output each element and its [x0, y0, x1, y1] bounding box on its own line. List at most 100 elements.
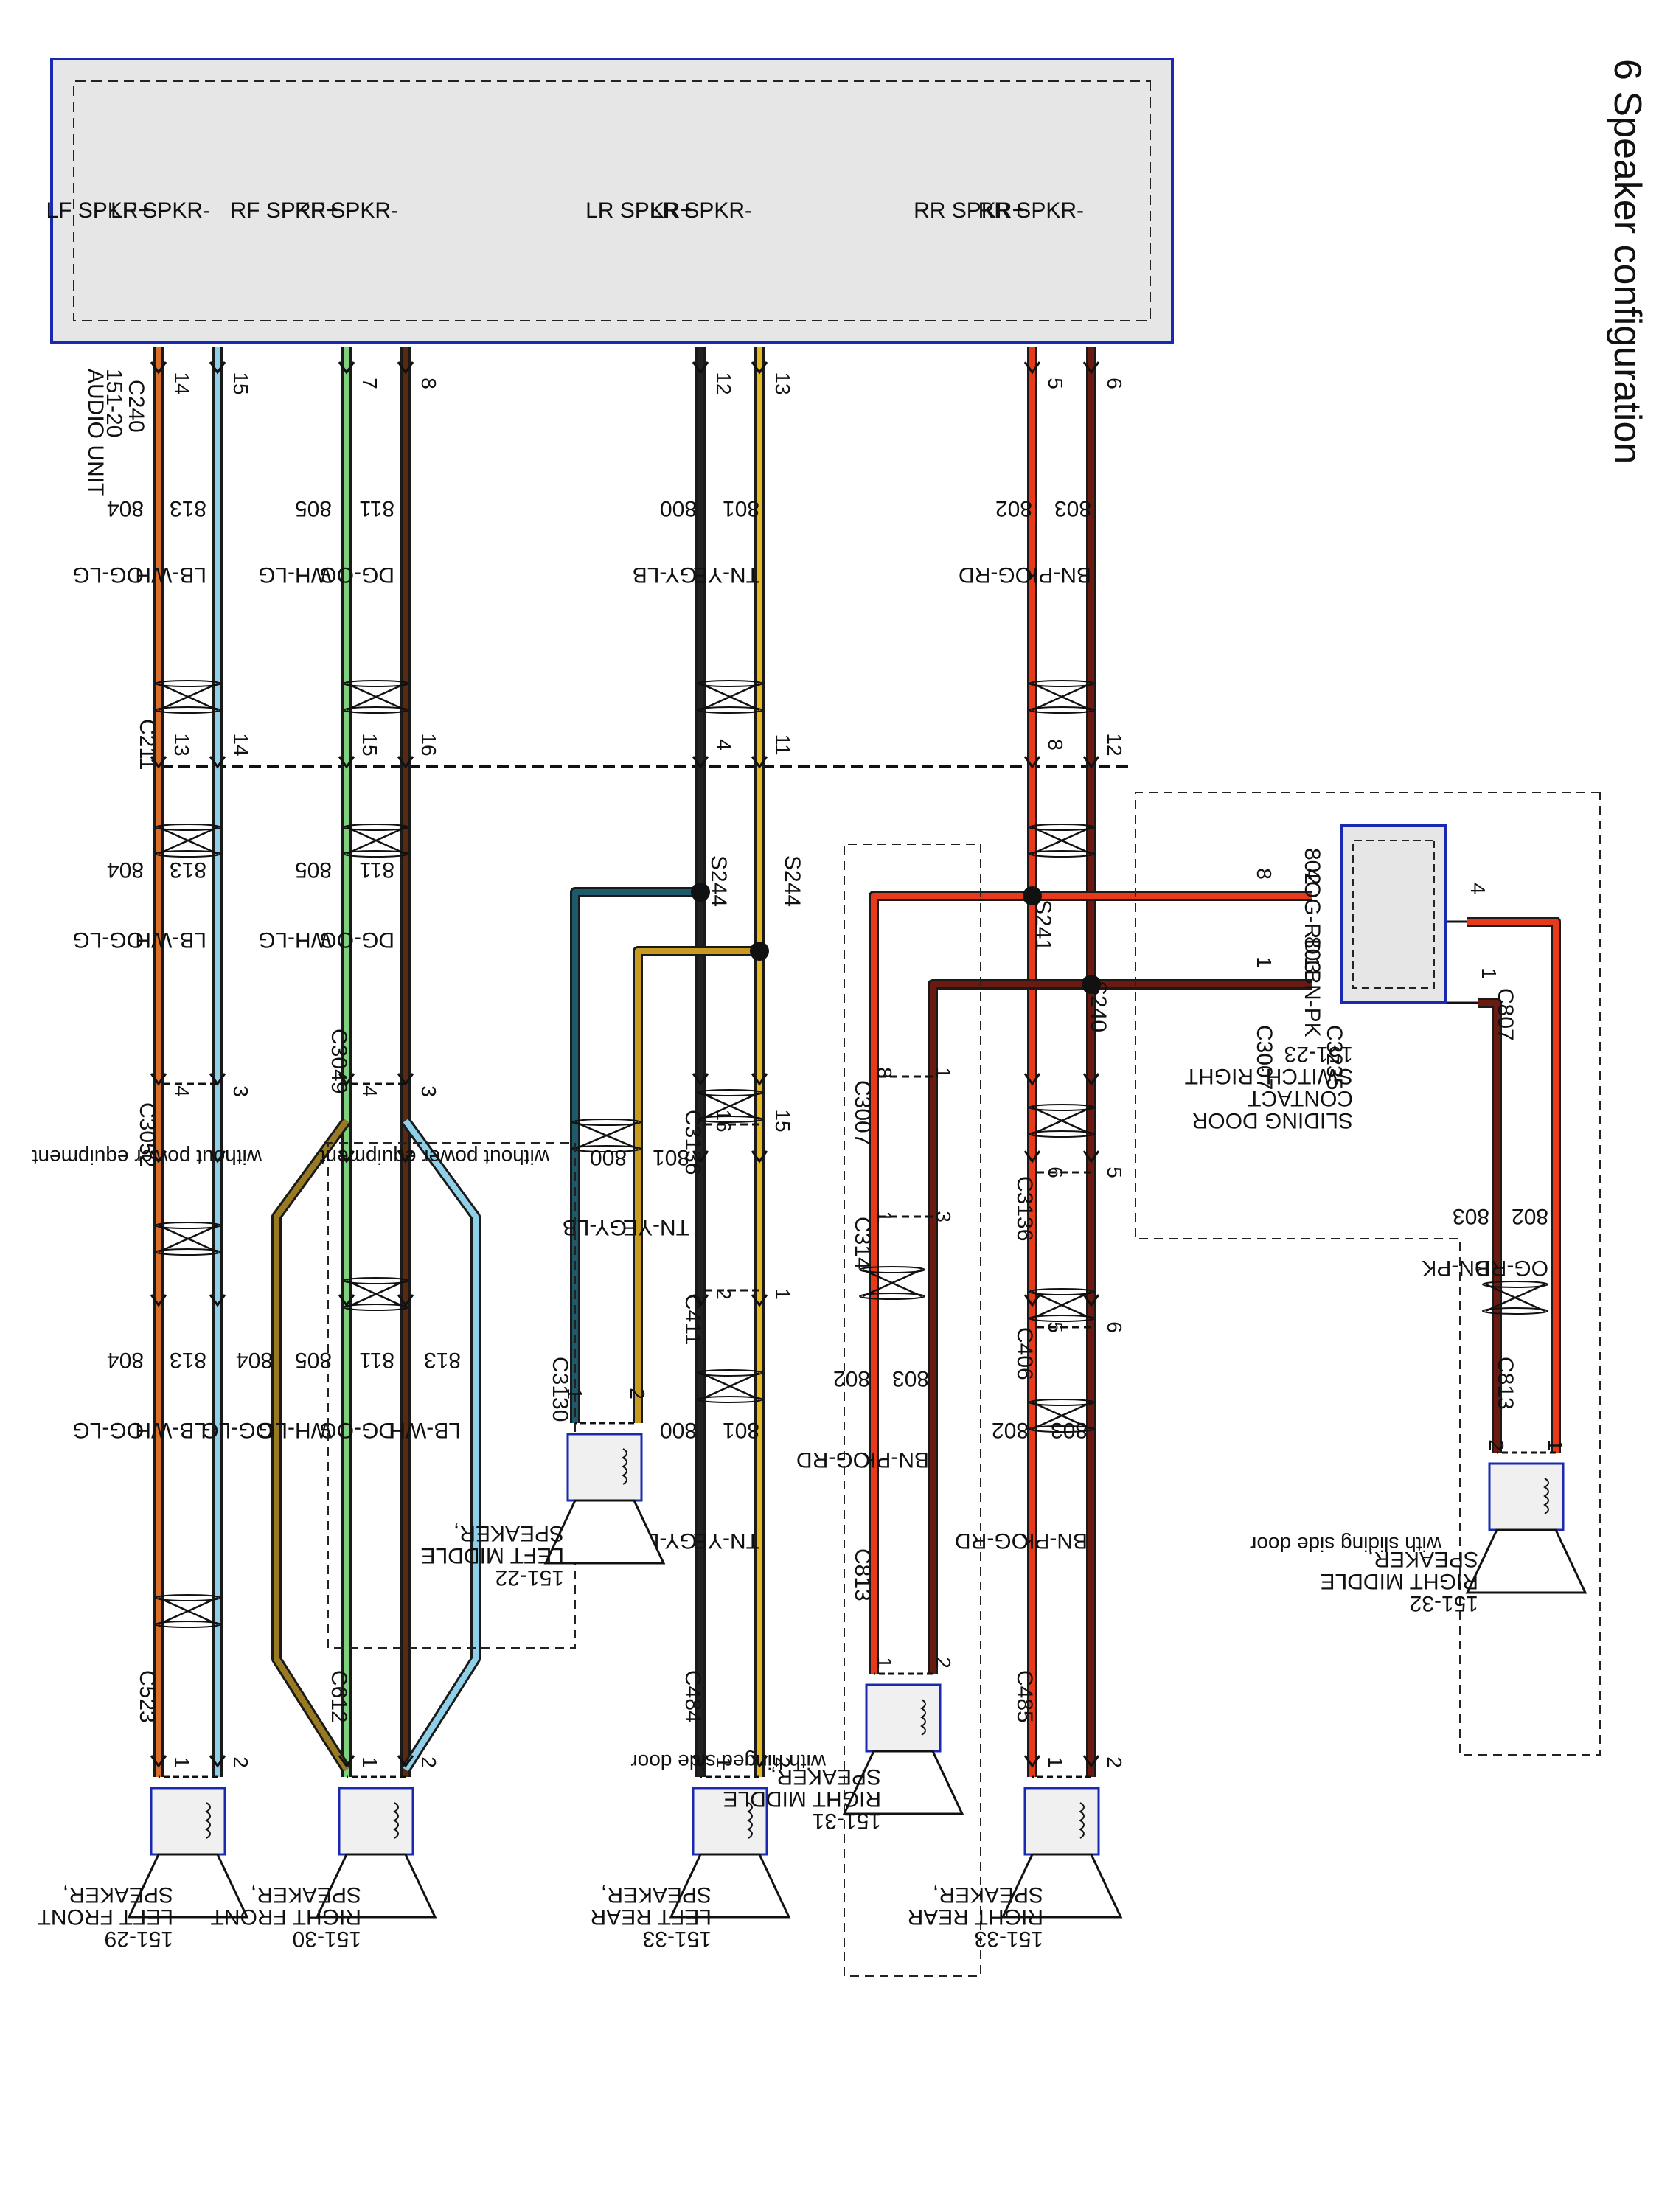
pin-number-51: 2: [1485, 1439, 1508, 1451]
label-ogrd-switch: OG-RD: [1300, 881, 1324, 955]
label-802-a: 802: [995, 496, 1032, 521]
twist-marker-0: [158, 682, 218, 712]
connector-arrow-0-3: [150, 1150, 167, 1164]
speaker-rm-sliding-line2: RIGHT MIDDLE: [1321, 1569, 1478, 1593]
label-804-b: 804: [107, 858, 144, 882]
connector-arrow-6-3: [1023, 1150, 1041, 1164]
twist-marker-1-right: [343, 706, 409, 714]
twist-marker-2-right: [697, 706, 763, 714]
pin-number-44: 4: [1301, 868, 1324, 880]
connector-c314: C314: [850, 1217, 874, 1270]
speaker-rm-sliding-icon-coil: [1543, 1478, 1549, 1514]
audio-unit-label: AUDIO UNIT: [83, 369, 108, 496]
twist-marker-16-left: [1482, 1281, 1548, 1288]
connector-arrow-2-4: [338, 1294, 355, 1307]
pin-number-30: 1: [358, 1756, 381, 1768]
twist-marker-9: [1032, 1106, 1092, 1135]
twist-marker-1: [346, 682, 406, 712]
connector-c3136-left: C3136: [681, 1110, 705, 1175]
pin-number-2: 7: [358, 378, 381, 389]
label-813-d: 813: [424, 1348, 461, 1372]
pin-number-49: 1: [1478, 967, 1500, 979]
switch-ref: 151-23: [1284, 1042, 1353, 1066]
speaker-rm-sliding-icon-magnet: [1488, 1462, 1565, 1531]
speaker-rr-icon: [1001, 1775, 1123, 1919]
speaker-rf-icon-cone: [315, 1853, 437, 1919]
pin-number-19: 3: [417, 1085, 440, 1097]
twist-marker-11-right: [1029, 1425, 1095, 1433]
label-tnye-lm: TN-YE: [623, 1215, 689, 1239]
pin-number-32: 1: [712, 1756, 735, 1768]
twist-marker-4: [158, 826, 218, 855]
pin-number-47: 1: [1253, 956, 1276, 968]
speaker-lr-icon: [669, 1775, 791, 1919]
connector-c813-sliding: C813: [1493, 1357, 1517, 1410]
terminal-lr-plus: LR SPKR+: [585, 198, 693, 223]
speaker-lf-icon: [127, 1775, 249, 1919]
label-803-c: 803: [1051, 1418, 1088, 1442]
connector-arrow-5-1: [751, 756, 768, 769]
label-ogrd-sliding: OG-RD: [1475, 1256, 1548, 1280]
connector-arrow-0-2: [150, 1073, 167, 1086]
connector-arrow-6-4: [1023, 1294, 1041, 1307]
speaker-lr-icon-coil: [747, 1802, 753, 1839]
connector-c3052: C3052: [135, 1102, 159, 1167]
connector-arrow-5-2: [751, 1073, 768, 1086]
wire-803-sliding: [1478, 1000, 1500, 1453]
label-801-c: 801: [723, 1418, 759, 1442]
connector-arrow-6-0: [1023, 361, 1041, 375]
label-tnye-c: TN-YE: [693, 1528, 759, 1553]
label-805-b: 805: [295, 858, 332, 882]
splice-s241: S241: [1031, 900, 1055, 951]
speaker-lr-line2: LEFT REAR: [591, 1905, 712, 1929]
twist-marker-3-right: [1029, 706, 1095, 714]
audio-unit-box: [50, 58, 1174, 344]
wire-803-hinged: [930, 981, 1091, 1674]
twist-marker-16-right: [1482, 1307, 1548, 1315]
pin-number-16: 4: [170, 1085, 193, 1097]
label-whlg-c: WH-LG: [258, 1418, 332, 1442]
connector-arrow-4-0: [692, 361, 709, 375]
connector-arrow-5-0: [751, 361, 768, 375]
pin-number-50: 1: [1544, 1439, 1567, 1451]
speaker-rm-hinged-icon-magnet: [865, 1683, 942, 1753]
terminal-rr-minus: RR SPKR-: [978, 198, 1084, 223]
pin-number-4: 12: [712, 372, 735, 394]
label-lbwh-d: LB-WH: [389, 1418, 461, 1442]
label-ogrd-hinged: OG-RD: [796, 1447, 870, 1472]
pin-number-40: 1: [873, 1657, 896, 1669]
twist-marker-9-left: [1029, 1104, 1095, 1111]
audio-unit-ref: 151-20: [102, 369, 126, 437]
terminal-lr-minus: LR SPKR-: [650, 198, 752, 223]
pin-number-39: 3: [932, 1211, 955, 1222]
connector-c523: C523: [135, 1670, 159, 1723]
speaker-rm-sliding-line1: SPEAKER,: [1368, 1547, 1478, 1571]
sliding-door-box: [1135, 792, 1601, 1756]
connector-c3235: C3235: [1322, 1025, 1346, 1090]
twist-marker-9-right: [1029, 1130, 1095, 1138]
label-bnpk-c: BN-PK: [1020, 1528, 1088, 1553]
connector-arrow-5-5: [751, 1755, 768, 1768]
wire-802-sliding: [1467, 919, 1559, 1453]
connector-c612: C612: [327, 1670, 351, 1723]
splice-s244-801: [750, 942, 769, 961]
connector-arrow-3-1: [397, 756, 414, 769]
pin-number-9: 14: [229, 733, 252, 756]
label-lbwh-c: LB-WH: [135, 1418, 206, 1442]
label-805-a: 805: [295, 496, 332, 521]
wire-802-hinged: [871, 893, 1032, 1674]
switch-box: [1340, 824, 1447, 1004]
connector-arrow-4-4: [692, 1294, 709, 1307]
twist-marker-15-right: [859, 1293, 925, 1300]
twist-marker-5-right: [343, 850, 409, 858]
twist-marker-12: [700, 1091, 760, 1121]
speaker-rf-icon-magnet: [338, 1787, 414, 1856]
speaker-rf-ref: 151-30: [293, 1927, 361, 1951]
speaker-rm-sliding-icon: [1465, 1451, 1587, 1594]
pin-number-37: 1: [932, 1067, 955, 1079]
connector-arrow-7-4: [1082, 1294, 1100, 1307]
region-notes: without power equipment without power eq…: [32, 792, 1601, 1977]
twist-marker-8-left: [155, 1222, 221, 1229]
connector-arrow-5-4: [751, 1294, 768, 1307]
